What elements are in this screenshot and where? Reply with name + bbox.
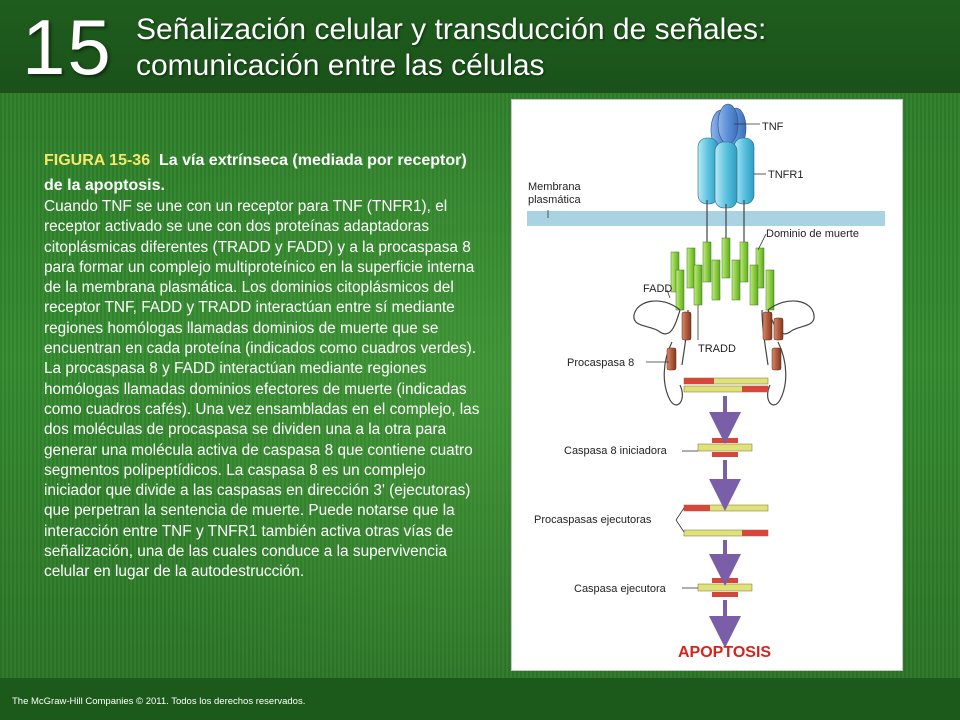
chapter-number: 15 xyxy=(22,3,113,91)
caspase-8-initiator xyxy=(697,438,753,457)
executioner-caspase xyxy=(697,578,753,597)
label-caspase-exec: Caspasa ejecutora xyxy=(574,583,667,595)
slide-header: 15 Señalización celular y transducción d… xyxy=(0,0,960,93)
apoptosis-diagram: TNF TNFR1 Membrana plasmática Dominio de… xyxy=(527,103,885,661)
tnf-trimer xyxy=(710,103,747,151)
label-procaspase-8: Procaspasa 8 xyxy=(567,357,634,369)
figure-title: La vía extrínseca (mediada por receptor)… xyxy=(44,152,467,194)
label-caspase-8: Caspasa 8 iniciadora xyxy=(564,445,668,457)
procaspase-8-bars xyxy=(683,377,769,393)
slide-footer xyxy=(0,678,960,720)
label-death-domain: Dominio de muerte xyxy=(766,228,859,240)
slide-title: Señalización celular y transducción de s… xyxy=(136,13,767,82)
death-effector-domains xyxy=(666,311,784,371)
death-domains xyxy=(670,237,775,311)
label-fadd: FADD xyxy=(643,283,672,295)
tnfr1-receptors xyxy=(697,137,755,250)
label-leaders xyxy=(547,123,767,589)
label-tnfr1: TNFR1 xyxy=(768,169,803,181)
label-tradd: TRADD xyxy=(698,343,736,355)
label-tnf: TNF xyxy=(762,121,784,133)
figure-caption: Cuando TNF se une con un receptor para T… xyxy=(44,198,480,581)
label-procaspases-exec: Procaspasas ejecutoras xyxy=(534,514,652,526)
figure-heading: FIGURA 15-36 La vía extrínseca (mediada … xyxy=(44,148,484,198)
label-membrane-line1: Membrana xyxy=(528,181,581,193)
label-apoptosis: APOPTOSIS xyxy=(678,644,771,661)
figure-label: FIGURA 15-36 xyxy=(44,152,151,169)
apoptosis-diagram-panel: TNF TNFR1 Membrana plasmática Dominio de… xyxy=(511,99,903,671)
executioner-procaspases xyxy=(683,504,769,537)
copyright-text: The McGraw-Hill Companies © 2011. Todos … xyxy=(12,696,306,707)
plasma-membrane xyxy=(527,211,885,226)
label-membrane-line2: plasmática xyxy=(528,194,581,206)
